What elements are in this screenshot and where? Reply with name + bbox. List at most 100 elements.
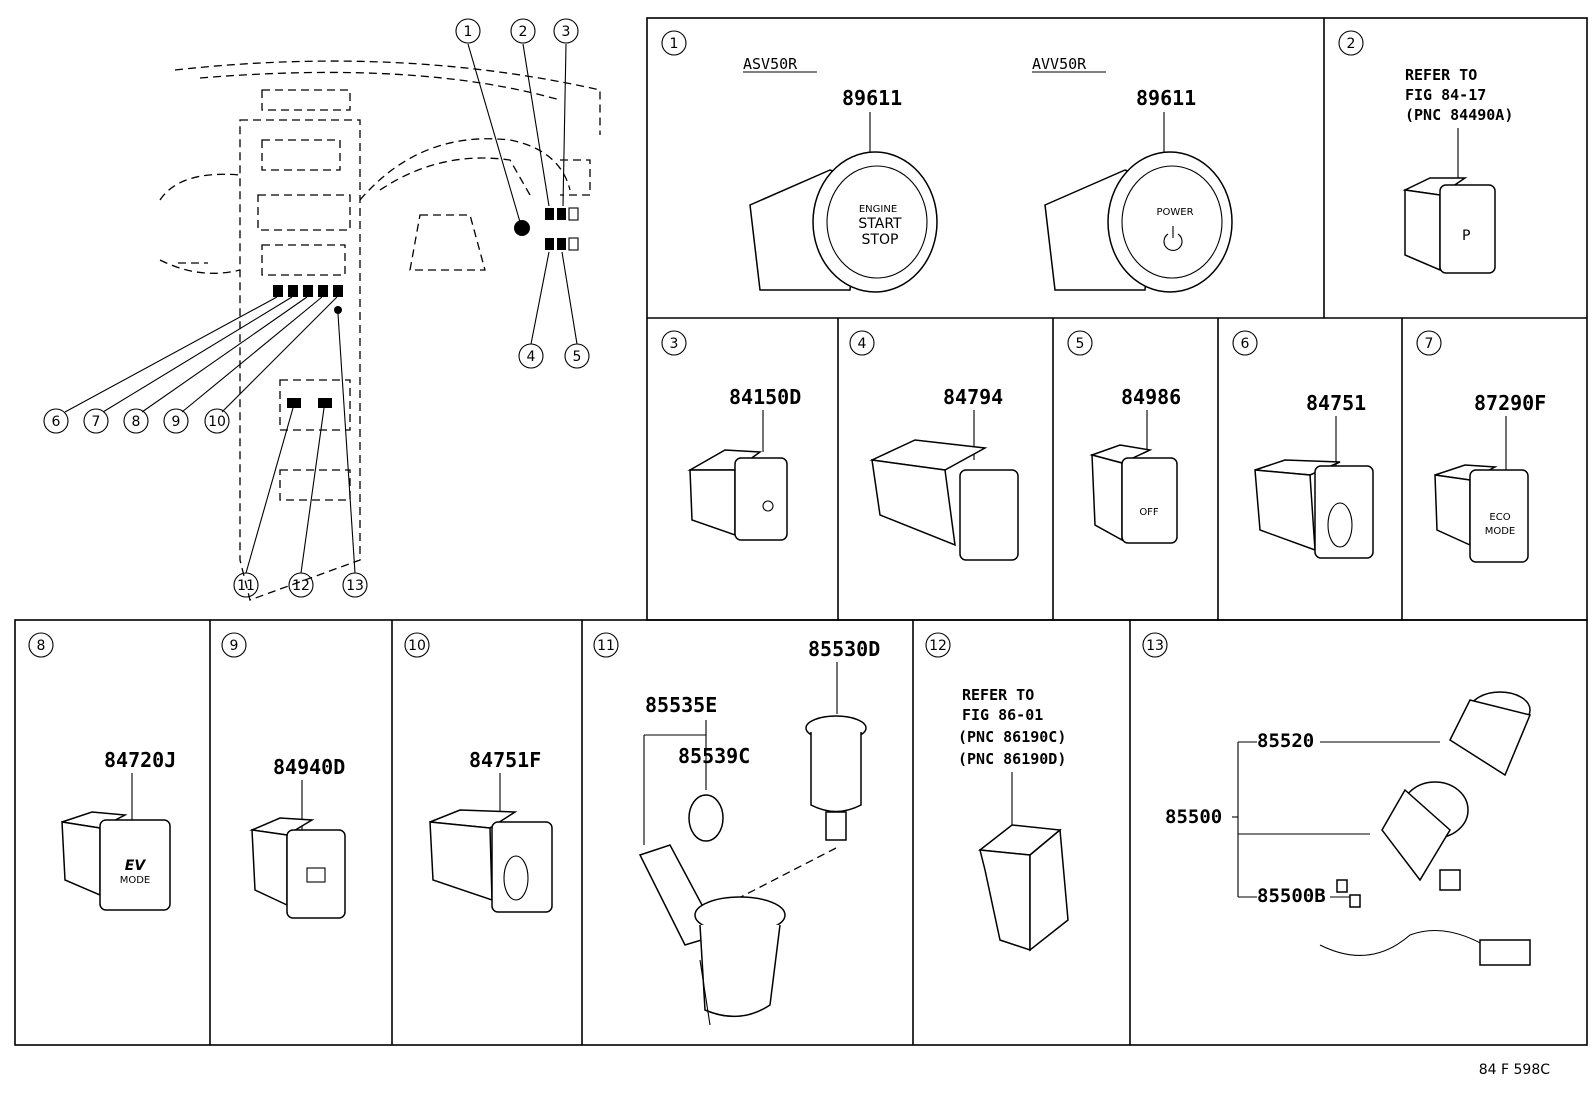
svg-text:OFF: OFF bbox=[1139, 507, 1159, 518]
part-number-84720J: 84720J bbox=[104, 748, 176, 772]
vsc-off-switch-icon: OFF bbox=[1089, 444, 1178, 544]
part-number-84751F: 84751F bbox=[469, 748, 541, 772]
svg-text:11: 11 bbox=[597, 638, 615, 654]
callout-12: 12 bbox=[288, 572, 314, 598]
callout-2: 2 bbox=[510, 18, 536, 44]
svg-text:P: P bbox=[1462, 228, 1470, 244]
svg-text:1: 1 bbox=[464, 24, 473, 40]
panel-1: 1 ASV50R 89611 ENGINE START STOP AVV50R … bbox=[661, 30, 1233, 293]
ref-line-2: FIG 84-17 bbox=[1405, 86, 1486, 104]
part-number-85500B: 85500B bbox=[1257, 885, 1326, 907]
callout-8: 8 bbox=[123, 408, 149, 434]
ref-line-2: FIG 86-01 bbox=[962, 706, 1043, 724]
svg-text:5: 5 bbox=[573, 349, 582, 365]
svg-text:6: 6 bbox=[52, 414, 61, 430]
callout-4: 4 bbox=[518, 343, 544, 369]
callout-3: 3 bbox=[553, 18, 579, 44]
svg-text:2: 2 bbox=[1347, 36, 1356, 52]
svg-text:11: 11 bbox=[237, 578, 255, 594]
part-number-84794: 84794 bbox=[943, 385, 1003, 409]
parking-sensor-switch-icon: P bbox=[1402, 177, 1496, 274]
callout-10: 10 bbox=[204, 408, 230, 434]
panel-10: 10 84751F bbox=[404, 632, 553, 913]
part-number-85535E: 85535E bbox=[645, 693, 717, 717]
part-number-85500: 85500 bbox=[1165, 806, 1222, 828]
part-number-84940D: 84940D bbox=[273, 755, 345, 779]
panel-5: 5 84986 OFF bbox=[1067, 330, 1181, 544]
svg-text:POWER: POWER bbox=[1156, 207, 1193, 218]
svg-text:5: 5 bbox=[1076, 336, 1085, 352]
callout-9: 9 bbox=[163, 408, 189, 434]
part-number-87290F: 87290F bbox=[1474, 391, 1546, 415]
overview-callouts: 1 2 3 4 5 6 7 8 9 10 11 12 13 bbox=[43, 18, 590, 598]
part-number-85530D: 85530D bbox=[808, 637, 880, 661]
svg-text:7: 7 bbox=[1425, 336, 1434, 352]
part-number-89611-a: 89611 bbox=[842, 86, 902, 110]
part-number-89611-b: 89611 bbox=[1136, 86, 1196, 110]
svg-text:10: 10 bbox=[408, 638, 426, 654]
svg-text:7: 7 bbox=[92, 414, 101, 430]
socket-insert-icon bbox=[805, 715, 867, 841]
seat-heater-switch-icon bbox=[1254, 459, 1374, 559]
svg-text:12: 12 bbox=[929, 638, 947, 654]
part-number-84986: 84986 bbox=[1121, 385, 1181, 409]
panel-4: 4 84794 bbox=[849, 330, 1019, 561]
panel-13: 13 85520 85500 85500B bbox=[1142, 632, 1532, 966]
ref-line-1: REFER TO bbox=[1405, 66, 1477, 84]
model-avv50r: AVV50R bbox=[1032, 55, 1087, 73]
panel-1-number: 1 bbox=[670, 36, 679, 52]
part-number-85520: 85520 bbox=[1257, 730, 1314, 752]
model-asv50r: ASV50R bbox=[743, 55, 798, 73]
callout-7: 7 bbox=[83, 408, 109, 434]
ref-line-4: (PNC 86190D) bbox=[958, 750, 1066, 768]
switch-module-icon bbox=[978, 824, 1069, 952]
svg-text:9: 9 bbox=[230, 638, 239, 654]
panel-3: 3 84150D bbox=[661, 330, 801, 541]
power-button-icon: POWER bbox=[1044, 151, 1233, 293]
part-number-84150D: 84150D bbox=[729, 385, 801, 409]
defroster-switch-icon bbox=[249, 817, 346, 919]
svg-text:8: 8 bbox=[37, 638, 46, 654]
svg-text:MODE: MODE bbox=[120, 875, 151, 886]
ref-line-3: (PNC 84490A) bbox=[1405, 106, 1513, 124]
panel-8: 8 84720J EV MODE bbox=[28, 632, 176, 911]
cigarette-lighter-icon bbox=[1319, 691, 1532, 966]
panel-6: 6 84751 bbox=[1232, 330, 1374, 559]
cap-icon bbox=[688, 794, 724, 842]
svg-text:4: 4 bbox=[527, 349, 536, 365]
svg-text:EV: EV bbox=[125, 858, 147, 874]
fog-light-switch-icon bbox=[687, 449, 788, 541]
panel-11: 11 85535E 85539C 85530D bbox=[593, 632, 880, 1026]
part-number-85539C: 85539C bbox=[678, 744, 750, 768]
callout-6: 6 bbox=[43, 408, 69, 434]
eco-mode-switch-icon: ECO MODE bbox=[1434, 464, 1529, 563]
svg-text:12: 12 bbox=[292, 578, 310, 594]
svg-text:ECO: ECO bbox=[1489, 512, 1510, 523]
callout-13: 13 bbox=[342, 572, 368, 598]
seat-heater-switch-f-icon bbox=[429, 809, 553, 913]
panel-9: 9 84940D bbox=[221, 632, 346, 919]
svg-text:10: 10 bbox=[208, 414, 226, 430]
ref-line-1: REFER TO bbox=[962, 686, 1034, 704]
callout-1: 1 bbox=[455, 18, 481, 44]
svg-text:MODE: MODE bbox=[1485, 526, 1516, 537]
svg-text:3: 3 bbox=[562, 24, 571, 40]
ev-mode-switch-icon: EV MODE bbox=[61, 811, 171, 911]
callout-11: 11 bbox=[233, 572, 259, 598]
svg-text:3: 3 bbox=[670, 336, 679, 352]
diagram-code: 84 F 598C bbox=[1479, 1062, 1550, 1078]
panel-2: 2 REFER TO FIG 84-17 (PNC 84490A) P bbox=[1338, 30, 1513, 274]
dashboard-overview bbox=[64, 43, 601, 601]
power-outlet-icon bbox=[638, 844, 786, 1026]
callout-5: 5 bbox=[564, 343, 590, 369]
svg-text:13: 13 bbox=[346, 578, 364, 594]
svg-text:2: 2 bbox=[519, 24, 528, 40]
svg-text:6: 6 bbox=[1241, 336, 1250, 352]
svg-text:4: 4 bbox=[858, 336, 867, 352]
ref-line-3: (PNC 86190C) bbox=[958, 728, 1066, 746]
panel-grid bbox=[14, 17, 1588, 1046]
svg-text:8: 8 bbox=[132, 414, 141, 430]
svg-text:START: START bbox=[858, 216, 902, 232]
svg-text:ENGINE: ENGINE bbox=[859, 204, 897, 215]
